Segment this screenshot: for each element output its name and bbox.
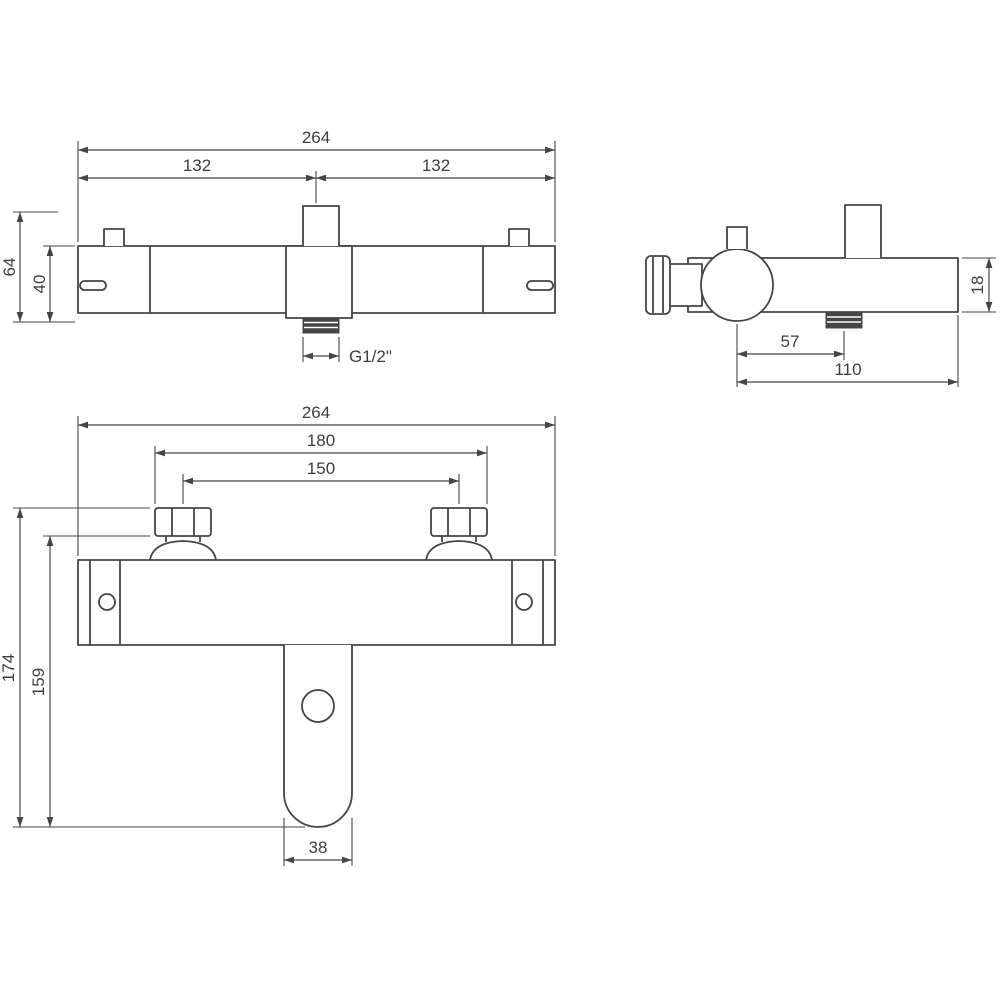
dim-label-64: 64 xyxy=(0,258,19,277)
top-outlet-port-side xyxy=(844,204,882,258)
left-inlet-union xyxy=(149,507,217,561)
dim-label-180: 180 xyxy=(307,431,335,450)
dim-label-18: 18 xyxy=(968,276,987,295)
inlet-nut xyxy=(154,507,212,537)
dim-label-57: 57 xyxy=(781,332,800,351)
dim-label-g12: G1/2" xyxy=(349,347,392,366)
escutcheon-dome xyxy=(149,540,217,561)
dim-label-264: 264 xyxy=(302,128,330,147)
side-view-valve: 18 57 110 xyxy=(645,204,996,387)
inlet-hex-nut xyxy=(645,255,671,315)
dim-label-174: 174 xyxy=(0,654,18,682)
left-screw-hole xyxy=(98,593,116,611)
dim-label-150: 150 xyxy=(307,459,335,478)
left-handle-slot xyxy=(79,280,107,291)
dimensions-front-valve: 264 132 132 64 40 G1/2" xyxy=(0,128,556,366)
top-outlet-port xyxy=(302,205,340,246)
dim-label-159: 159 xyxy=(29,668,48,696)
front-view-bath-mixer: 264 180 150 174 159 38 xyxy=(0,403,556,866)
dim-label-132-left: 132 xyxy=(183,156,211,175)
bottom-outlet-thread xyxy=(302,317,340,334)
dim-label-38: 38 xyxy=(309,838,328,857)
hex-nut-body xyxy=(645,255,671,315)
dim-label-110: 110 xyxy=(834,360,861,379)
left-stop-button xyxy=(103,228,125,246)
thread-block xyxy=(825,311,863,329)
dimensions-bath-mixer: 264 180 150 174 159 38 xyxy=(0,403,556,866)
right-inlet-union xyxy=(425,507,493,561)
temperature-knob xyxy=(700,248,774,322)
dim-label-132-right: 132 xyxy=(422,156,450,175)
mixer-body xyxy=(77,559,556,646)
spout-diverter-hole xyxy=(301,689,335,723)
inlet-collar xyxy=(667,263,703,307)
inlet-nut xyxy=(430,507,488,537)
center-housing xyxy=(285,245,353,319)
dim-label-40: 40 xyxy=(30,275,49,294)
bath-spout xyxy=(283,645,353,828)
escutcheon-dome xyxy=(425,540,493,561)
right-handle-slot xyxy=(526,280,554,291)
right-screw-hole xyxy=(515,593,533,611)
right-stop-button xyxy=(508,228,530,246)
front-view-bar-valve: 264 132 132 64 40 G1/2" xyxy=(0,128,556,366)
bottom-outlet-thread-side xyxy=(825,311,863,329)
dim-label-264b: 264 xyxy=(302,403,330,422)
knob-top-button xyxy=(726,226,748,249)
thread-block xyxy=(302,317,340,334)
dimensions-side-valve: 18 57 110 xyxy=(736,257,996,387)
